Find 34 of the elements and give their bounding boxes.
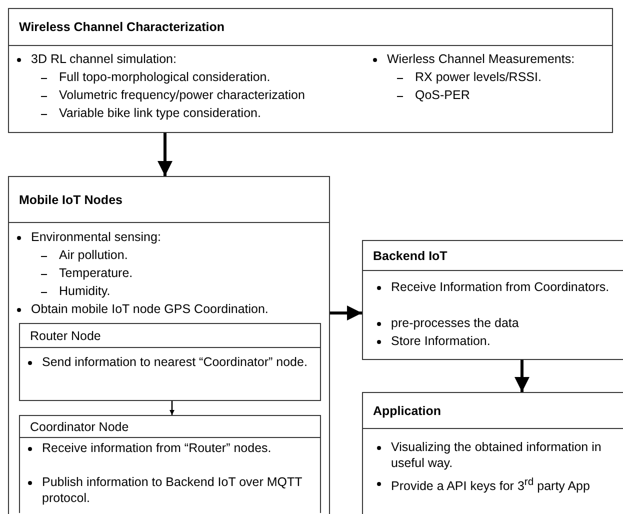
box-heading: Backend IoT	[373, 248, 448, 262]
arrow	[514, 360, 530, 392]
arrow	[158, 133, 172, 176]
sub-item: QoS-PER	[389, 87, 605, 103]
bullet-item: pre-processes the data	[369, 315, 621, 331]
box-heading: Coordinator Node	[30, 420, 129, 434]
box-heading: Mobile IoT Nodes	[19, 192, 122, 206]
box-heading: Wireless Channel Characterization	[19, 20, 225, 34]
box-heading: Application	[373, 404, 442, 418]
sub-item: RX power levels/RSSI.	[389, 69, 605, 85]
box-heading: Router Node	[30, 328, 101, 342]
process-box	[8, 8, 613, 133]
bullet-item: Publish information to Backend IoT over MQTT protocol.	[20, 474, 332, 506]
sub-item: Humidity.	[33, 283, 339, 299]
bullet-item: Receive Information from Coordinators.	[369, 279, 621, 295]
sub-item: Air pollution.	[33, 247, 339, 263]
sub-item: Full topo-morphological consideration.	[33, 69, 389, 85]
bullet-item: Visualizing the obtained information in useful way.	[369, 439, 611, 471]
bullet-item: Store Information.	[369, 333, 621, 349]
process-box	[19, 415, 321, 513]
bullet-item: Environmental sensing:	[9, 229, 331, 245]
sub-item: Temperature.	[33, 265, 339, 281]
bullet-item: Obtain mobile IoT node GPS Coordination.	[9, 301, 341, 317]
sub-item: Variable bike link type consideration.	[33, 105, 379, 121]
arrow	[169, 401, 175, 415]
process-box	[8, 176, 330, 514]
process-box	[362, 392, 623, 514]
process-box	[19, 323, 321, 401]
arrow	[330, 306, 362, 320]
sub-item: Volumetric frequency/power characterization	[33, 87, 389, 103]
bullet-item: Send information to nearest “Coordinator” node.	[20, 354, 332, 370]
bullet-item: Provide a API keys for 3$^{rd}$ party App	[369, 475, 619, 494]
bullet-item: Receive information from “Router” nodes.	[20, 440, 332, 456]
process-box	[362, 240, 623, 360]
